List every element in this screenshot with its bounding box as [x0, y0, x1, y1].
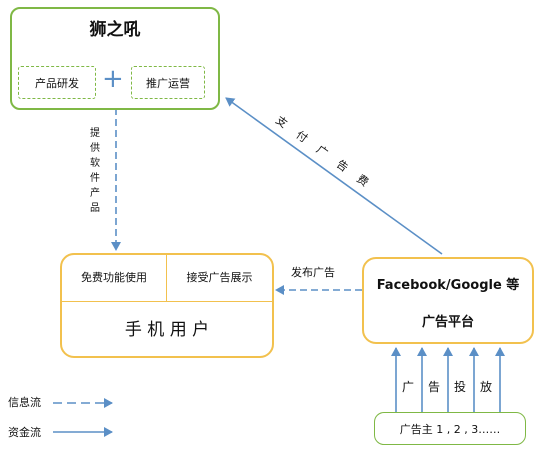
promotion-ops-box: 推广运营	[131, 66, 205, 99]
plus-sign: +	[102, 64, 124, 94]
advertisers-box: 广告主 1 , 2 , 3……	[374, 412, 526, 445]
ad-delivery-char: 告	[428, 380, 441, 394]
ad-delivery-char: 放	[480, 380, 493, 394]
provide-software-char: 提	[90, 128, 100, 139]
company-name: 狮之吼	[89, 20, 141, 40]
legend-money-flow-label: 资金流	[8, 426, 41, 439]
company-box: 狮之吼 产品研发 + 推广运营	[10, 7, 220, 110]
provide-software-char: 件	[90, 173, 100, 184]
provide-software-label: 提 供 软 件 产 品	[90, 126, 100, 216]
provide-software-char: 品	[90, 203, 100, 214]
free-features-cell: 免费功能使用	[62, 255, 167, 302]
provide-software-char: 供	[90, 143, 100, 154]
product-rd-box: 产品研发	[18, 66, 96, 99]
ad-platform-box: Facebook/Google 等 广告平台	[362, 257, 534, 344]
ad-platform-line1: Facebook/Google 等	[376, 278, 520, 293]
provide-software-char: 软	[90, 158, 100, 169]
advertisers-label: 广告主 1 , 2 , 3……	[399, 423, 501, 436]
mobile-users-box: 免费功能使用 接受广告展示 手 机 用 户	[60, 253, 274, 358]
legend-info-flow-label: 信息流	[8, 396, 41, 409]
receive-ads-cell: 接受广告展示	[167, 255, 272, 302]
pay-ad-fee-arrow	[225, 97, 443, 255]
provide-software-char: 产	[90, 188, 100, 199]
ad-delivery-char: 投	[454, 380, 467, 394]
publish-ad-label: 发布广告	[291, 266, 335, 279]
ad-platform-line2: 广告平台	[421, 315, 474, 330]
ad-delivery-char: 广	[402, 380, 415, 394]
mobile-users-title: 手 机 用 户	[124, 320, 210, 340]
